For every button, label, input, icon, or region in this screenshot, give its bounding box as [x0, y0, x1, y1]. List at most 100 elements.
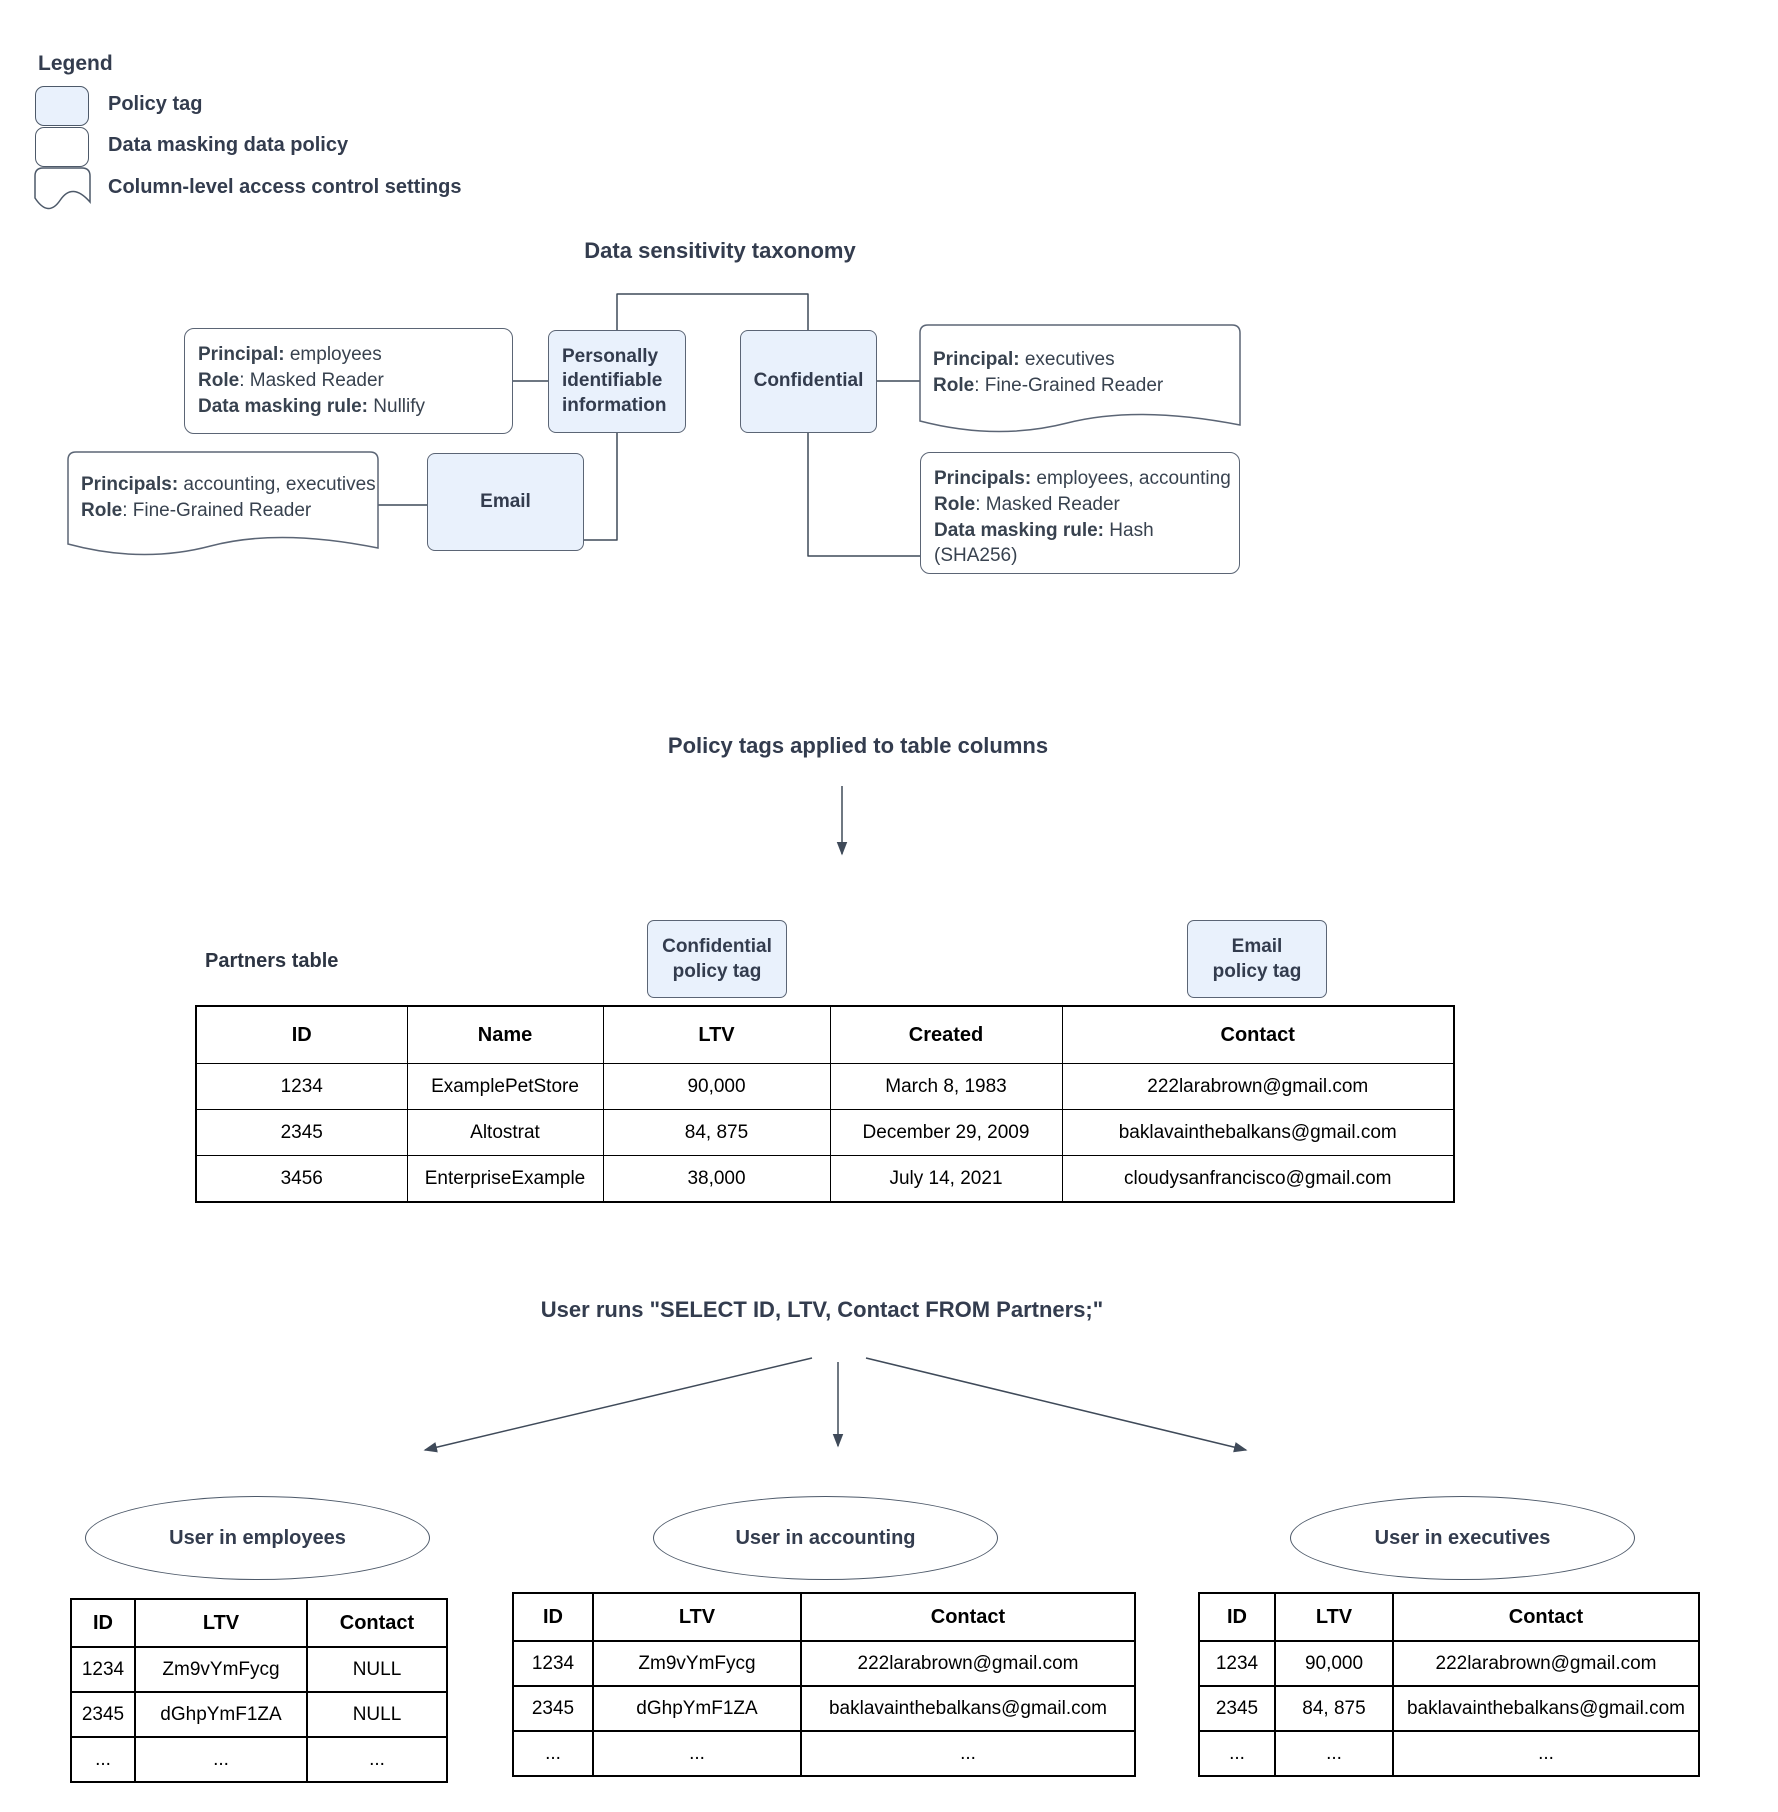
table-cell: ...	[306, 1736, 448, 1783]
table-cell: ...	[800, 1730, 1136, 1777]
legend-item-data-masking-policy: Data masking data policy	[108, 134, 349, 156]
table-cell: ...	[512, 1730, 594, 1777]
table-row: .........	[70, 1736, 448, 1783]
table-cell: Zm9vYmFycg	[134, 1646, 308, 1693]
column-header: ID	[195, 1005, 408, 1064]
table-cell: 2345	[1198, 1685, 1276, 1732]
connector-confidential-to-hash	[807, 433, 920, 557]
partners-table-label: Partners table	[205, 950, 339, 972]
policy-line: Role: Masked Reader	[198, 369, 384, 391]
column-header: LTV	[134, 1598, 308, 1648]
table-cell: ...	[1198, 1730, 1276, 1777]
table-row: .........	[512, 1730, 1136, 1777]
column-header: ID	[70, 1598, 136, 1648]
access-control-swatch	[34, 167, 91, 210]
policy-line: Principal: executives	[933, 349, 1115, 370]
document-shape	[919, 324, 1241, 433]
legend-item-policy-tag: Policy tag	[108, 93, 203, 115]
table-cell: cloudysanfrancisco@gmail.com	[1061, 1155, 1455, 1203]
policy-line: Role: Fine-Grained Reader	[933, 374, 1164, 396]
oval-user-employees-label: User in employees	[169, 1526, 346, 1549]
policy-line: Data masking rule: Hash (SHA256)	[934, 519, 1154, 567]
policy-line: Principals: accounting, executives	[81, 474, 376, 495]
table-cell: Altostrat	[406, 1109, 604, 1156]
table-cell: 38,000	[602, 1155, 831, 1203]
oval-user-executives-label: User in executives	[1374, 1526, 1551, 1549]
policy-tag-node-pii: Personally identifiable information	[548, 330, 686, 433]
table-cell: ...	[592, 1730, 802, 1777]
column-header: LTV	[602, 1005, 831, 1064]
table-cell: 222larabrown@gmail.com	[800, 1640, 1136, 1687]
column-header: Contact	[306, 1598, 448, 1648]
table-cell: July 14, 2021	[829, 1155, 1063, 1203]
column-header: Contact	[1392, 1592, 1700, 1642]
policy-line: Principals: employees, accounting	[934, 468, 1231, 489]
table-cell: 1234	[70, 1646, 136, 1693]
table-cell: ...	[70, 1736, 136, 1783]
table-cell: baklavainthebalkans@gmail.com	[1061, 1109, 1455, 1156]
confidential-policy-tag-callout: Confidential policy tag	[647, 920, 787, 998]
table-cell: dGhpYmF1ZA	[592, 1685, 802, 1732]
email-policy-tag-line1: Email	[1231, 935, 1283, 957]
table-cell: ...	[1392, 1730, 1700, 1777]
table-cell: 2345	[512, 1685, 594, 1732]
oval-user-accounting-label: User in accounting	[735, 1526, 916, 1549]
oval-user-employees: User in employees	[85, 1496, 430, 1580]
table-cell: baklavainthebalkans@gmail.com	[800, 1685, 1136, 1732]
data-masking-policy-swatch	[35, 127, 89, 167]
table-cell: NULL	[306, 1646, 448, 1693]
column-header: Name	[406, 1005, 604, 1064]
policy-tag-swatch	[35, 86, 89, 126]
table-cell: 84, 875	[1274, 1685, 1394, 1732]
connector-top-bracket	[616, 293, 809, 330]
table-cell: NULL	[306, 1691, 448, 1738]
column-header: ID	[512, 1592, 594, 1642]
policy-line: Role: Fine-Grained Reader	[81, 499, 312, 521]
policy-tag-node-pii-label: Personally identifiable information	[562, 346, 667, 416]
table-cell: 2345	[70, 1691, 136, 1738]
arrow-to-executives	[865, 1357, 1248, 1453]
email-policy-tag-line2: policy tag	[1212, 961, 1302, 982]
policy-tag-node-email-label: Email	[480, 490, 531, 512]
email-policy-tag-callout: Email policy tag	[1187, 920, 1327, 998]
table-cell: 1234	[1198, 1640, 1276, 1687]
table-cell: 90,000	[602, 1063, 831, 1110]
table-cell: March 8, 1983	[829, 1063, 1063, 1110]
taxonomy-title: Data sensitivity taxonomy	[584, 238, 856, 263]
table-cell: 222larabrown@gmail.com	[1061, 1063, 1455, 1110]
legend-item-access-control: Column-level access control settings	[108, 176, 462, 198]
table-cell: 84, 875	[602, 1109, 831, 1156]
oval-user-executives: User in executives	[1290, 1496, 1635, 1580]
policy-line: Principal: employees	[198, 344, 382, 365]
applied-title: Policy tags applied to table columns	[667, 733, 1049, 758]
connector-pii-to-email	[584, 433, 618, 541]
table-cell: dGhpYmF1ZA	[134, 1691, 308, 1738]
oval-user-accounting: User in accounting	[653, 1496, 998, 1580]
column-header: Created	[829, 1005, 1063, 1064]
query-title: User runs "SELECT ID, LTV, Contact FROM …	[540, 1297, 1104, 1322]
policy-line: Role: Masked Reader	[934, 493, 1120, 515]
document-shape	[67, 451, 379, 556]
